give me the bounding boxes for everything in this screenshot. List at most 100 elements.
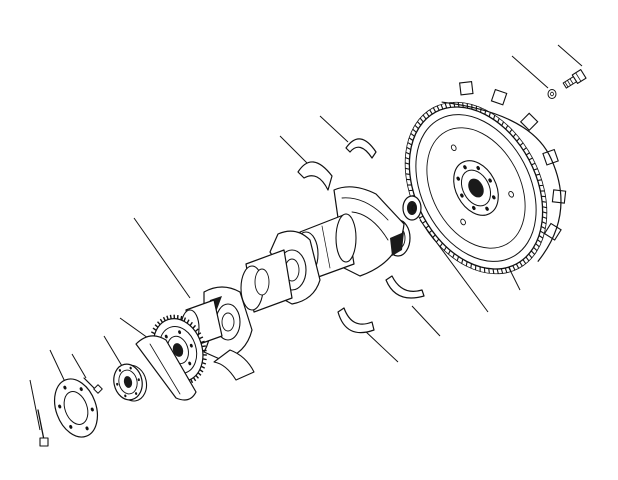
flywheel-lug [490, 88, 508, 106]
ring-gear-tooth [408, 137, 414, 141]
ring-gear-tooth [429, 109, 433, 115]
ring-gear-tooth [519, 261, 523, 267]
flywheel-lug [459, 80, 474, 96]
flywheel-dowel-hole [508, 190, 514, 198]
ring-gear-tooth [515, 263, 520, 269]
ring-gear-tooth [504, 267, 508, 273]
plate-hole [90, 407, 94, 412]
flywheel-lug [551, 189, 567, 204]
bearing-icon [402, 195, 422, 221]
flywheel-icon [404, 80, 567, 275]
ring-gear-tooth [470, 263, 472, 269]
ring-gear-tooth [462, 102, 464, 108]
plate-hole [58, 404, 62, 409]
flywheel-bolt-hole [460, 193, 464, 198]
flywheel-lug [519, 112, 539, 132]
timing-gear-tooth [190, 378, 194, 384]
timing-gear-tooth [169, 314, 172, 319]
ring-gear-tooth [525, 256, 530, 262]
ring-gear-tooth [414, 124, 419, 130]
ring-gear-tooth [496, 268, 499, 274]
ring-gear-tooth [484, 109, 487, 115]
ring-gear-tooth [419, 215, 424, 219]
timing-gear-tooth [166, 315, 169, 320]
crank-front-disc [135, 335, 197, 401]
ring-gear-tooth [533, 246, 538, 252]
ring-gear-tooth [422, 114, 427, 120]
ring-gear-tooth [419, 117, 424, 123]
ring-gear-tooth [457, 102, 460, 108]
timing-gear-tooth [162, 316, 166, 322]
timing-gear-tooth [200, 365, 206, 369]
flywheel-rear-edge [441, 101, 562, 262]
bolt-icon [37, 409, 49, 447]
leader-line-thrust-upper-b [319, 115, 349, 143]
ring-gear-tooth [448, 102, 452, 108]
timing-gear-tooth [150, 331, 156, 335]
ring-gear-tooth [412, 128, 417, 133]
thrust-washer-icon [297, 161, 333, 191]
leader-line-thrust-lower-b [363, 329, 399, 363]
timing-gear-tooth [201, 361, 207, 365]
flywheel-bolt-hole [476, 165, 480, 171]
hub-hole [116, 382, 119, 386]
crankshaft-icon [180, 186, 411, 381]
ring-gear-tooth [492, 268, 495, 274]
timing-gear-tooth [197, 332, 202, 336]
timing-gear-tooth [152, 327, 157, 331]
ring-gear-tooth [512, 265, 516, 271]
thrust-washer-icon [337, 307, 375, 334]
thrust-washer-icon [385, 275, 425, 299]
ring-gear-tooth [410, 132, 415, 137]
ring-gear-tooth [474, 265, 477, 271]
ring-gear-rim [404, 101, 548, 275]
flywheel-bolt-hole [463, 165, 467, 170]
hub-hole [124, 394, 127, 398]
ring-gear-tooth [436, 105, 440, 111]
ring-gear-tooth [522, 259, 527, 265]
leader-line-front-hub [103, 335, 123, 367]
ring-gear-tooth [466, 103, 469, 109]
screw-icon [83, 377, 103, 394]
leader-line-washer [511, 55, 549, 89]
ring-gear-tooth [528, 253, 533, 259]
ring-gear-tooth [488, 112, 491, 117]
ring-gear-tooth [500, 268, 504, 274]
leader-line-timing-gear [119, 317, 149, 339]
timing-gear-tooth [183, 317, 187, 322]
leader-lines [29, 44, 583, 431]
flywheel-lugs [441, 80, 567, 262]
leader-line-flywheel-bolt [557, 44, 583, 67]
ring-gear-tooth [528, 157, 533, 161]
plate-holes [58, 385, 94, 431]
ring-gear-tooth [540, 230, 545, 234]
hub-holes [116, 366, 140, 398]
timing-gear-hole [189, 343, 193, 348]
flywheel-bolt-holes [450, 144, 514, 226]
ring-gear-tooth [405, 157, 410, 160]
ring-gear-tooth [508, 266, 512, 272]
hub-icon [113, 363, 148, 402]
ring-gear-tooth [480, 107, 482, 113]
ring-gear-tooth [432, 107, 437, 113]
flywheel-dowel-hole [450, 144, 457, 152]
leader-line-plate-screw [71, 353, 87, 379]
ring-gear-tooth [488, 268, 490, 274]
leader-line-front-plate [49, 349, 67, 385]
ring-gear-tooth [425, 111, 430, 117]
washer-icon [547, 89, 557, 99]
timing-gear-tooth [186, 319, 190, 324]
ring-gear-tooth [542, 216, 547, 219]
leader-line-pilot-bearing [419, 219, 489, 313]
timing-gear-tooth [199, 369, 204, 373]
ring-gear-tooth [535, 243, 540, 248]
timing-gear-tooth [200, 340, 205, 344]
flywheel-bolt-hole [456, 176, 460, 181]
flywheel-bolt-hole [485, 206, 489, 211]
timing-gear-hole [188, 361, 192, 366]
plate-hole [69, 424, 73, 429]
hub-hole [134, 392, 138, 395]
plate-hole [85, 426, 89, 431]
ring-gear-tooth [465, 261, 468, 267]
timing-gear-tooth [199, 336, 204, 340]
